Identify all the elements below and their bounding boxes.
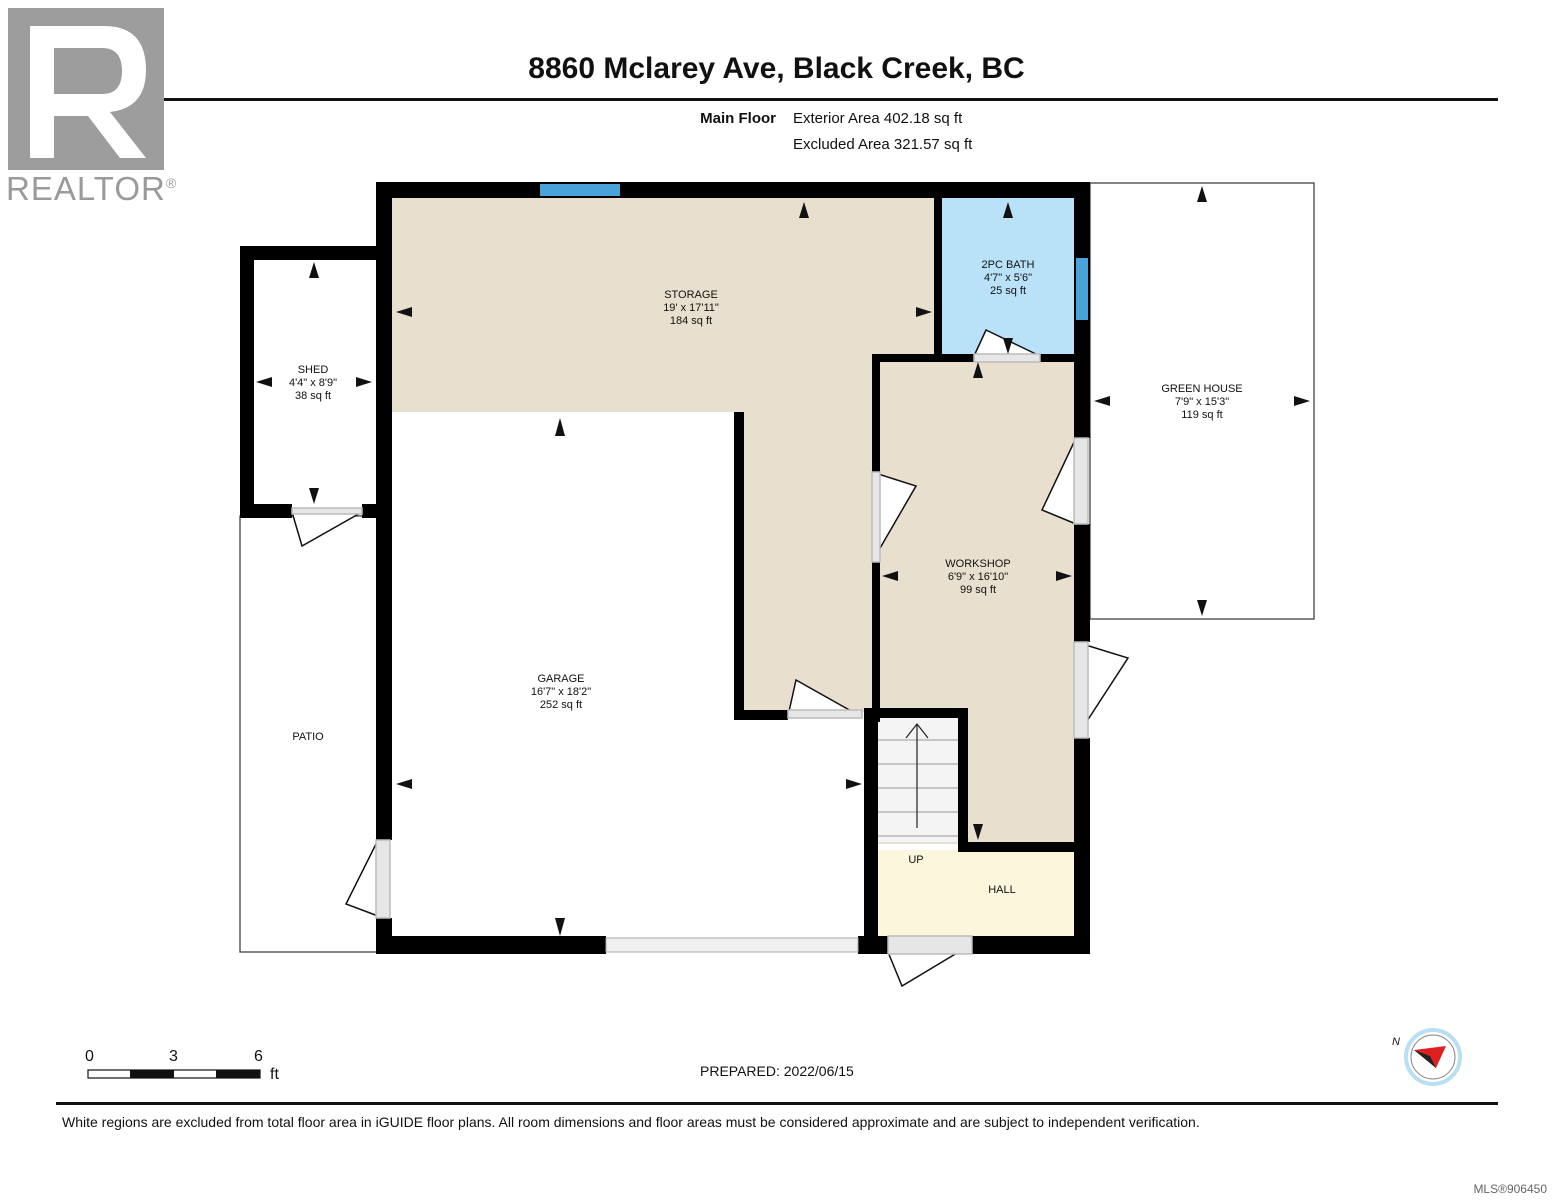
garage-door-opening: [605, 937, 859, 953]
garage-dims: 16'7" x 18'2": [531, 686, 591, 698]
scale-tick-0: 0: [85, 1048, 94, 1065]
storage-dims: 19' x 17'11": [663, 302, 719, 314]
storage-room-fill: [390, 196, 938, 712]
room-labels: STORAGE 19' x 17'11" 184 sq ft 2PC BATH …: [289, 259, 1243, 896]
dimension-arrows: [256, 186, 1310, 936]
realtor-text: REALTOR: [6, 170, 166, 207]
stairs-up-label: UP: [908, 854, 923, 866]
excluded-area: Excluded Area 321.57 sq ft: [793, 136, 973, 153]
workshop-name: WORKSHOP: [945, 558, 1010, 570]
stair-arrow: [905, 723, 929, 828]
garage-name: GARAGE: [537, 673, 584, 685]
door-swings: [290, 328, 1130, 988]
compass-label: N: [1392, 1036, 1400, 1048]
shed-area: 38 sq ft: [295, 390, 331, 402]
stairs-area-fill: [876, 718, 962, 842]
page-title: 8860 Mclarey Ave, Black Creek, BC: [528, 52, 1025, 85]
patio-name: PATIO: [292, 731, 324, 743]
disclaimer-text: White regions are excluded from total fl…: [62, 1114, 1200, 1130]
workshop-dims: 6'9" x 16'10": [948, 571, 1008, 583]
hall-room-fill: [878, 850, 1076, 936]
scale-unit: ft: [270, 1066, 279, 1083]
scale-tick-3: 3: [169, 1048, 178, 1065]
floor-label: Main Floor: [700, 110, 776, 127]
bath-room-fill: [938, 196, 1076, 356]
header-divider: [56, 98, 1498, 101]
mls-number: MLS®906450: [1473, 1182, 1547, 1196]
storage-name: STORAGE: [664, 289, 718, 301]
scale-tick-6: 6: [254, 1048, 263, 1065]
greenhouse-dims: 7'9" x 15'3": [1175, 396, 1229, 408]
greenhouse-area: 119 sq ft: [1181, 409, 1222, 421]
storage-window: [540, 184, 620, 196]
shed-name: SHED: [298, 364, 329, 376]
bath-name: 2PC BATH: [982, 259, 1035, 271]
compass-icon: [1404, 1028, 1462, 1086]
registered-mark: ®: [165, 175, 178, 191]
realtor-logo-icon: [8, 8, 164, 170]
footer-divider: [56, 1102, 1498, 1105]
bath-window: [1076, 258, 1088, 320]
greenhouse-name: GREEN HOUSE: [1161, 383, 1242, 395]
hall-name: HALL: [988, 884, 1016, 896]
garage-area: 252 sq ft: [540, 699, 582, 711]
scale-bar: [87, 1069, 261, 1079]
bath-area: 25 sq ft: [990, 285, 1026, 297]
bath-dims: 4'7" x 5'6": [984, 272, 1032, 284]
realtor-wordmark: REALTOR®: [6, 170, 177, 208]
exterior-area: Exterior Area 402.18 sq ft: [793, 110, 963, 127]
shed-dims: 4'4" x 8'9": [289, 377, 337, 389]
prepared-date: PREPARED: 2022/06/15: [700, 1063, 854, 1079]
stair-treads: [878, 739, 958, 837]
storage-area: 184 sq ft: [670, 315, 712, 327]
workshop-area: 99 sq ft: [960, 584, 996, 596]
